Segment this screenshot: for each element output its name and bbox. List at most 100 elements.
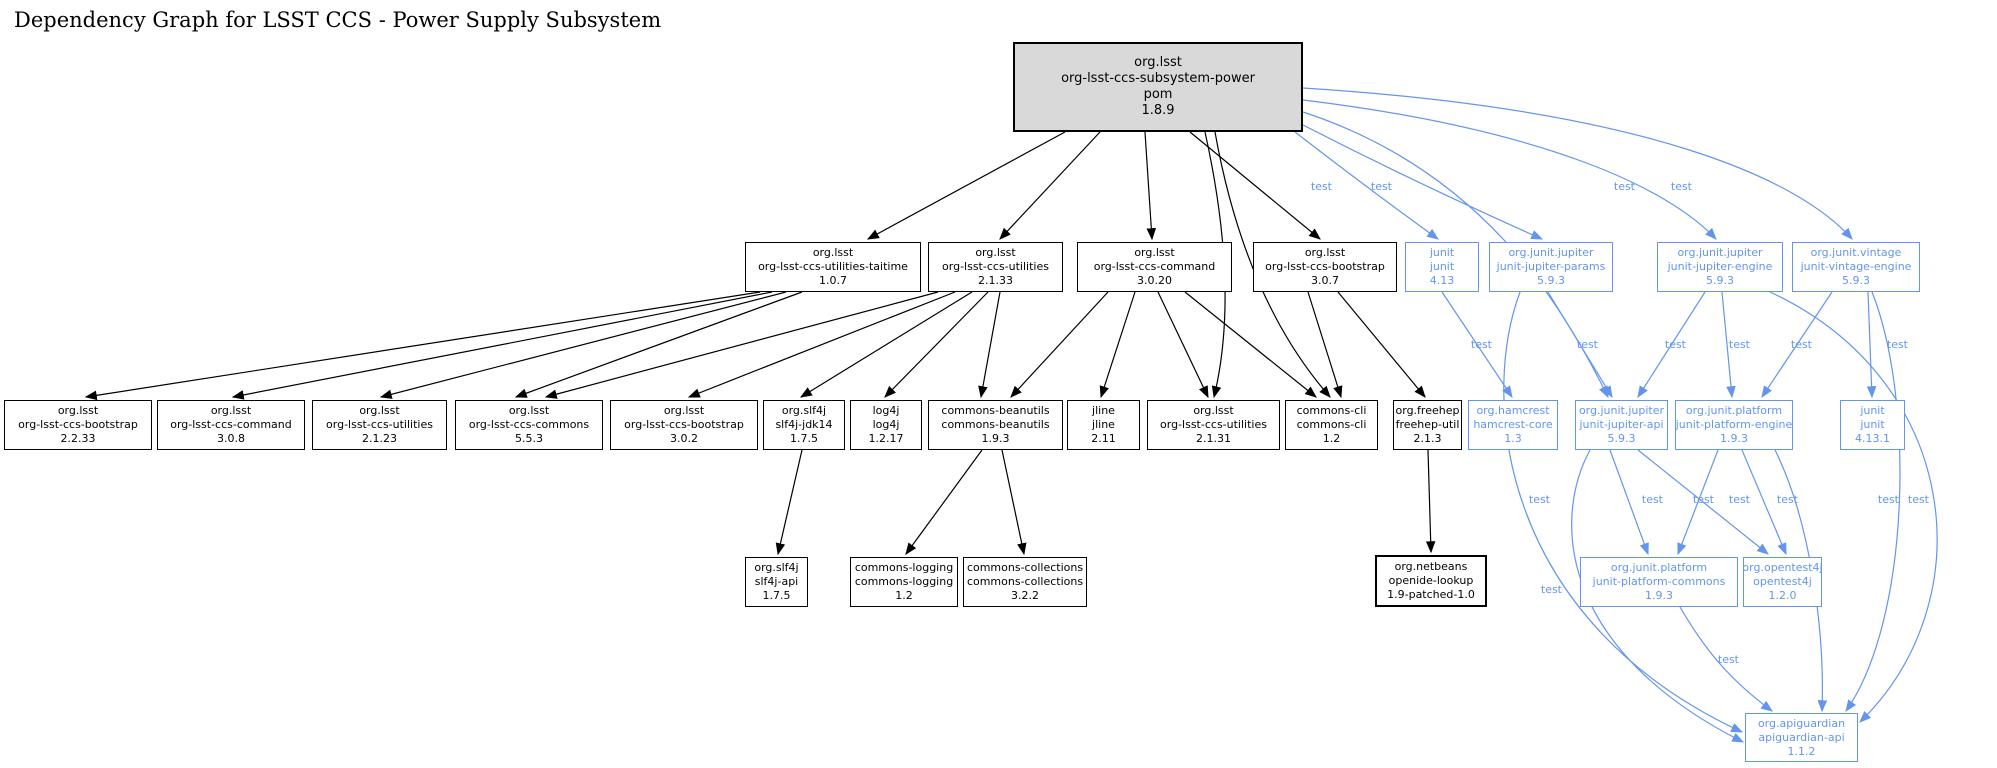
edge-root-cmd20: [1144, 131, 1157, 241]
edge-slf4jdk-slf4japi: [775, 449, 803, 556]
edge-label: test: [1529, 493, 1551, 506]
node-label-line: org.junit.jupiter: [1508, 246, 1594, 259]
node-label-line: junit-vintage-engine: [1800, 260, 1912, 273]
node-label-line: commons-cli: [1296, 418, 1367, 431]
node-label-line: org.lsst: [210, 404, 252, 417]
edge-taitime-boot233: [84, 291, 761, 401]
node-label-line: org-lsst-ccs-bootstrap: [18, 418, 138, 431]
node-label-line: org.netbeans: [1394, 560, 1468, 573]
node-label-line: 5.9.3: [1842, 274, 1870, 287]
edge-root-params: [1302, 124, 1544, 240]
edge-util33-log4j: [884, 291, 989, 398]
node-label-line: org.lsst: [508, 404, 550, 417]
edge-label: test: [1908, 493, 1930, 506]
node-label-line: org.lsst: [1134, 246, 1175, 259]
edge-cmd20-jline: [1099, 291, 1136, 399]
node-label-line: org-lsst-ccs-bootstrap: [1265, 260, 1385, 273]
node-label-line: 1.9.3: [981, 432, 1010, 445]
node-label-line: 1.8.9: [1141, 103, 1175, 118]
node-label-line: 3.0.7: [1311, 274, 1339, 287]
node-label-line: 2.1.31: [1196, 432, 1231, 445]
node-label-line: org.junit.jupiter: [1578, 404, 1665, 417]
node-label-line: org.apiguardian: [1757, 716, 1846, 730]
edge-vintage-junit4131: [1866, 291, 1877, 399]
node-label-line: junit-platform-commons: [1592, 575, 1726, 588]
edge-label: test: [1642, 493, 1664, 506]
edge-label: test: [1471, 338, 1493, 351]
node-label-line: org-lsst-ccs-command: [1093, 260, 1216, 273]
node-label-line: 3.0.20: [1137, 274, 1172, 287]
node-label-line: 2.1.3: [1413, 432, 1442, 445]
node-label-line: junit: [1429, 260, 1455, 273]
edge-beanutils-clogging: [905, 449, 983, 555]
edge-label: test: [1671, 180, 1693, 193]
node-label-line: org.slf4j: [781, 404, 827, 417]
node-label-line: 1.2.0: [1768, 589, 1797, 602]
node-label-line: 2.2.33: [60, 432, 96, 445]
edge-label: test: [1729, 493, 1751, 506]
node-label-line: slf4j-jdk14: [775, 418, 833, 431]
node-label-line: jline: [1092, 404, 1115, 417]
node-label-line: jline: [1092, 418, 1115, 431]
edge-japi-opentest: [1637, 449, 1769, 555]
edge-root-util33: [999, 131, 1101, 240]
edge-label: test: [1878, 493, 1900, 506]
node-label-line: junit-jupiter-engine: [1667, 260, 1773, 273]
node-label-line: org.lsst: [975, 246, 1016, 259]
node-label-line: 1.2: [1322, 432, 1341, 445]
edge-taitime-commons553: [514, 291, 803, 398]
node-label-line: 1.9.3: [1645, 589, 1673, 602]
node-label-line: junit-platform-engine: [1675, 418, 1793, 431]
edge-label: test: [1791, 338, 1813, 351]
node-label-line: org.freehep: [1395, 404, 1460, 417]
edge-vintage-pengine: [1761, 291, 1833, 398]
edge-label: test: [1729, 338, 1751, 351]
node-label-line: org-lsst-ccs-subsystem-power: [1061, 71, 1255, 86]
graph-title: Dependency Graph for LSST CCS - Power Su…: [14, 8, 662, 32]
node-label-line: org-lsst-ccs-command: [170, 418, 292, 431]
node-label-line: 1.1.2: [1787, 744, 1816, 758]
edge-root-boot7: [1189, 131, 1321, 240]
node-label-line: hamcrest-core: [1473, 418, 1553, 431]
node-label-line: commons-beanutils: [941, 418, 1050, 431]
edge-cmd20-beanutils: [1010, 291, 1109, 398]
node-label-line: 5.9.3: [1706, 274, 1734, 287]
node-label-line: org.slf4j: [754, 561, 799, 574]
node-label-line: org.lsst: [663, 404, 705, 417]
edge-boot7-ccli: [1307, 291, 1343, 399]
node-label-line: junit: [1860, 404, 1885, 417]
node-label-line: org-lsst-ccs-utilities-taitime: [758, 260, 908, 273]
node-label-line: 1.9-patched-1.0: [1387, 588, 1475, 601]
node-label-line: pom: [1143, 87, 1173, 102]
node-label-line: 1.0.7: [819, 274, 847, 287]
node-label-line: 5.9.3: [1607, 432, 1636, 445]
node-label-line: commons-logging: [854, 575, 954, 588]
edge-taitime-cmd308: [231, 291, 773, 400]
edge-label: test: [1665, 338, 1687, 351]
edge-util33-commons553: [544, 291, 939, 399]
edge-root-vintage: [1302, 87, 1853, 240]
edge-jengine-pengine: [1721, 291, 1736, 399]
node-label-line: org-lsst-ccs-utilities: [326, 418, 433, 431]
node-label-line: org.lsst: [57, 404, 99, 417]
node-label-line: org.junit.platform: [1610, 561, 1708, 574]
edge-label: test: [1887, 338, 1909, 351]
node-label-line: org.junit.vintage: [1810, 246, 1902, 259]
